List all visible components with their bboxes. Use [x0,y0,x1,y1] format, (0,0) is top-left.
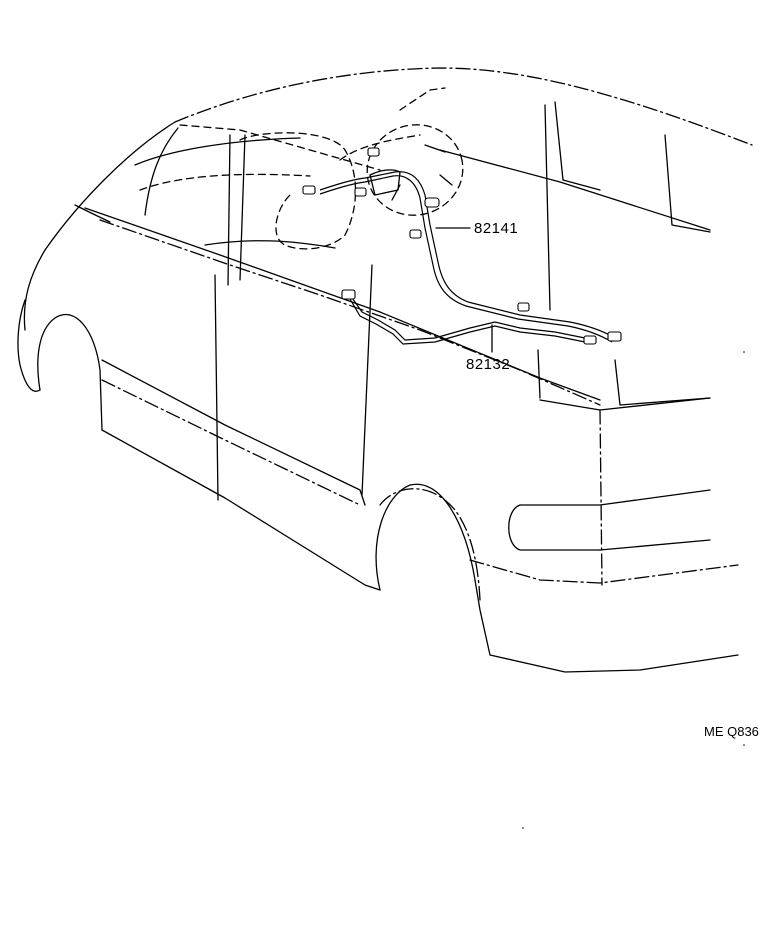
rocker-line [101,359,366,506]
connector-clip [354,187,367,197]
dash-instrument [339,134,421,161]
rear-pillar [599,409,603,586]
steering-column [369,169,401,196]
rear-window-edge [614,359,711,406]
roof-inner-dash-2 [399,87,446,111]
scan-speck [743,351,745,353]
b-pillar-3 [239,134,246,281]
front-fascia [17,299,41,392]
callout-82141: 82141 [435,220,518,237]
figure-reference: ME Q836 [704,724,759,739]
tail-lamp-bottom [599,539,711,551]
front-window-lower [139,173,311,191]
belt-line [99,219,601,406]
connector-clip [367,147,380,157]
b-pillar [214,274,219,501]
harness-82132 [341,289,597,345]
steering-wheel [366,124,464,216]
front-wheel-arch [37,313,103,431]
rear-door-line-1 [544,104,551,311]
part-number-82132: 82132 [466,356,510,373]
harness-82132-wire-b [349,298,586,345]
rear-quarter-dash [469,559,739,584]
harness-82141 [302,147,622,343]
roof-line [174,67,753,146]
rear-wheel-arch [375,483,476,591]
connector-clip [302,185,316,195]
scan-speck [743,744,745,746]
rear-wheel-arch-dash [379,488,481,601]
connector-clip [341,289,356,300]
rear-lower [474,579,739,673]
part-number-82141: 82141 [474,220,518,237]
dash-panel [204,240,336,249]
harness-82132-wire-a [349,294,586,341]
side-bottom [101,429,381,591]
b-pillar-2 [227,134,231,286]
connector-clip [409,229,422,239]
connector-clip [424,197,440,208]
rear-door-line-2 [554,101,601,191]
seat-phantom [239,132,357,250]
harness-82141-wire-b [319,175,613,343]
front-pillar [23,121,176,331]
connector-clip [607,331,622,342]
belt-line-upper [84,207,601,401]
sliding-door-edge [361,264,373,496]
tail-lamp-top [519,489,711,506]
rocker-line-lower [101,379,361,506]
vehicle-body [17,67,753,673]
connector-clip [583,335,597,345]
front-window-top [134,137,301,166]
roof-inner-dash [179,124,381,171]
windshield-inner [144,127,179,216]
inner-roof-line [439,149,711,231]
connector-clip [517,302,530,312]
rear-door-line-3 [664,134,711,233]
steering-spoke [391,144,453,201]
rear-panel-line [537,349,541,399]
tail-lamp [508,504,601,551]
callout-82132: 82132 [466,324,510,373]
scan-speck [522,827,524,829]
harness-82141-wire-a [319,171,616,339]
belt-line-front [74,204,111,223]
